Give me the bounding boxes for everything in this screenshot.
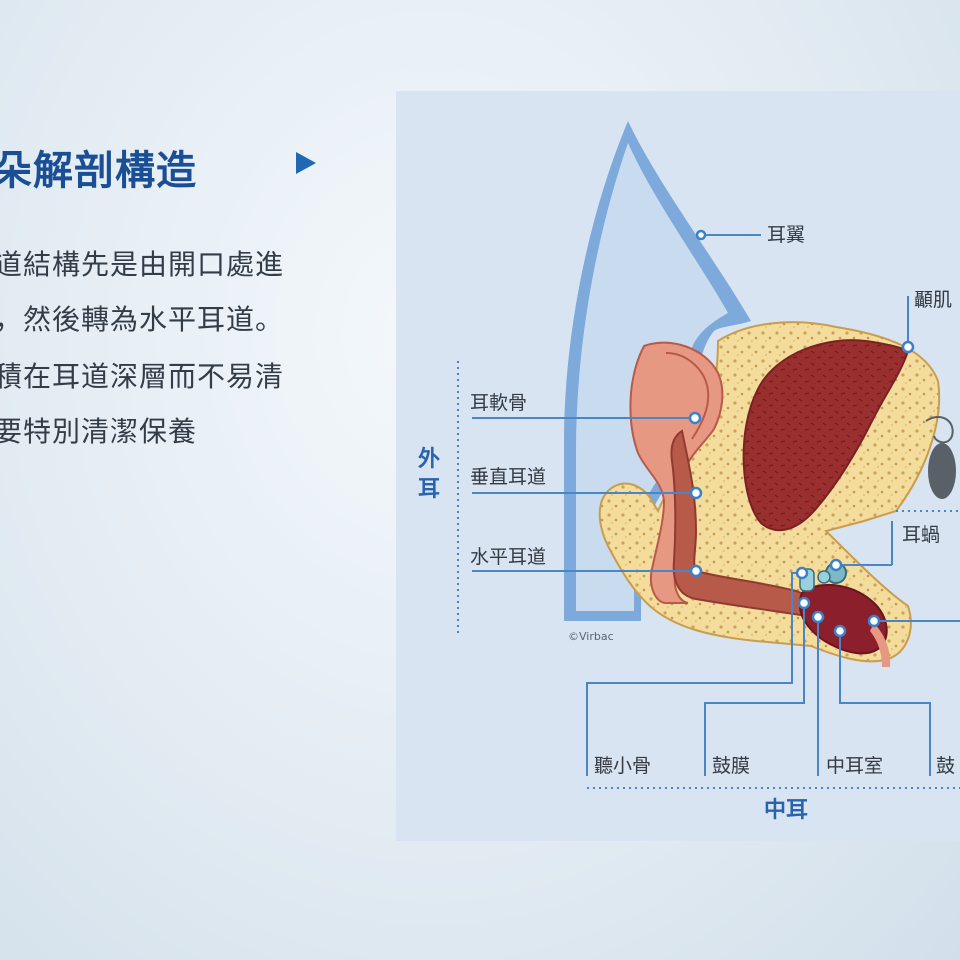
bulla-pointer bbox=[833, 624, 847, 638]
label-cochlea: 耳蝸 bbox=[902, 524, 940, 546]
middle-ear-group-label: 中耳 bbox=[764, 798, 808, 823]
label-eardrum: 鼓膜 bbox=[712, 755, 750, 777]
temporal-muscle-pointer bbox=[901, 340, 915, 354]
cartilage-pointer bbox=[688, 411, 702, 425]
inner-ear-partial bbox=[928, 443, 956, 499]
middle-ear-cavity-pointer bbox=[811, 610, 825, 624]
eardrum-pointer bbox=[797, 596, 811, 610]
horizontal-canal-pointer bbox=[689, 564, 703, 578]
label-bulla-partial: 鼓 bbox=[936, 755, 955, 777]
label-ear-cartilage: 耳軟骨 bbox=[470, 392, 527, 414]
temporal-muscle-shape bbox=[742, 339, 910, 532]
label-pinna: 耳翼 bbox=[767, 224, 805, 246]
ossicles-pointer bbox=[795, 566, 809, 580]
label-vertical-canal: 垂直耳道 bbox=[470, 466, 546, 488]
label-horizontal-canal: 水平耳道 bbox=[470, 546, 546, 568]
play-triangle-icon bbox=[296, 152, 316, 174]
page-title: 朵解剖構造 bbox=[0, 148, 197, 194]
description-line-1: 道結構先是由開口處進 bbox=[0, 248, 285, 281]
description-line-2: ，然後轉為水平耳道。 bbox=[0, 303, 285, 336]
pinna-pointer bbox=[695, 229, 707, 241]
outer-ear-label-char-2: 耳 bbox=[418, 477, 440, 502]
bulla-side-pointer bbox=[867, 614, 881, 628]
ear-anatomy-diagram: 耳翼 顳肌 耳軟骨 垂直耳道 水平耳道 耳蝸 聽小骨 鼓膜 中耳室 鼓 外 耳 … bbox=[418, 121, 960, 823]
label-middle-ear-cavity: 中耳室 bbox=[826, 755, 883, 777]
ear-anatomy-figure: 耳翼 顳肌 耳軟骨 垂直耳道 水平耳道 耳蝸 聽小骨 鼓膜 中耳室 鼓 外 耳 … bbox=[396, 91, 960, 841]
cochlea-pointer bbox=[829, 558, 843, 572]
label-ossicles: 聽小骨 bbox=[594, 755, 651, 777]
description-line-4: 要特別清潔保養 bbox=[0, 415, 198, 448]
vertical-canal-pointer bbox=[689, 486, 703, 500]
label-temporal-muscle: 顳肌 bbox=[914, 289, 952, 311]
copyright-credit: ©Virbac bbox=[568, 630, 614, 643]
description-line-3: 積在耳道深層而不易清 bbox=[0, 360, 285, 393]
outer-ear-label-char-1: 外 bbox=[418, 446, 440, 472]
